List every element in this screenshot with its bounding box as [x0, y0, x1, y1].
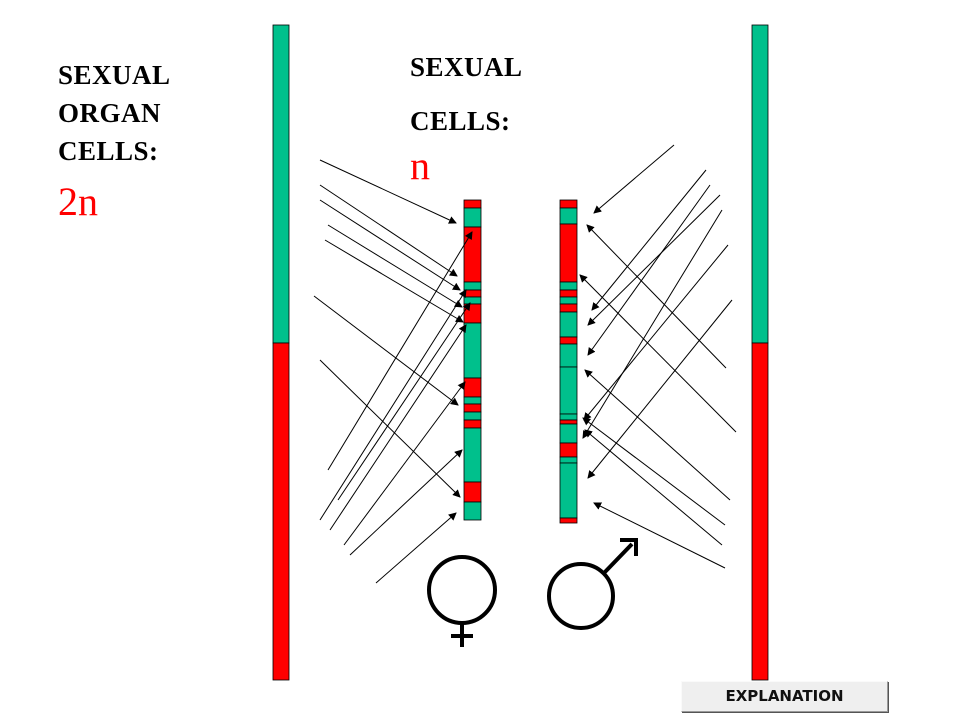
- sperm-chromosome-band: [559, 413, 578, 421]
- sperm-chromosome-band: [559, 462, 578, 519]
- label-line: SEXUAL: [58, 60, 171, 90]
- egg-chromosome-band: [463, 411, 482, 421]
- inheritance-arrow: [375, 512, 457, 584]
- explanation-button[interactable]: EXPLANATION: [681, 681, 888, 712]
- egg-chromosome-band: [463, 403, 482, 413]
- inheritance-arrow: [586, 224, 727, 369]
- haploid-label: n: [410, 143, 430, 188]
- inheritance-arrow: [319, 289, 467, 521]
- diploid-chromosome-right-maternal-segment: [751, 24, 769, 344]
- egg-chromosome-band: [463, 226, 482, 283]
- egg-chromosome-band: [463, 281, 482, 291]
- inheritance-arrow: [349, 449, 463, 556]
- sperm-chromosome-band: [559, 336, 578, 345]
- inheritance-arrow: [327, 224, 463, 308]
- inheritance-arrow: [584, 369, 731, 501]
- inheritance-arrow: [579, 274, 737, 433]
- inheritance-arrow: [584, 429, 723, 546]
- inheritance-arrow: [587, 194, 721, 326]
- inheritance-arrow: [593, 144, 675, 214]
- diploid-chromosome-left-maternal-segment: [272, 24, 290, 344]
- male-symbol-icon: [547, 538, 638, 630]
- egg-chromosome-band: [463, 303, 482, 324]
- label-line: ORGAN: [58, 98, 161, 128]
- sperm-chromosome-band: [559, 423, 578, 444]
- sperm-chromosome-band: [559, 303, 578, 313]
- egg-chromosome-band: [463, 396, 482, 405]
- egg-chromosome-band: [463, 199, 482, 209]
- diploid-label: 2n: [58, 179, 98, 224]
- egg-chromosome-band: [463, 207, 482, 228]
- egg-chromosome-band: [463, 419, 482, 429]
- sperm-chromosome-band: [559, 517, 578, 524]
- sexual-organ-cells-label: SEXUAL ORGAN CELLS:: [58, 56, 171, 170]
- inheritance-arrow: [587, 184, 711, 356]
- inheritance-arrow: [343, 381, 466, 546]
- sperm-chromosome-band: [559, 199, 578, 209]
- inheritance-arrow: [313, 295, 459, 406]
- sperm-chromosome-band: [559, 366, 578, 415]
- inheritance-arrow: [324, 239, 464, 323]
- label-line: SEXUAL: [410, 52, 523, 82]
- inheritance-arrow: [319, 159, 457, 224]
- inheritance-arrow: [319, 184, 458, 277]
- egg-chromosome-band: [463, 481, 482, 503]
- inheritance-arrow: [587, 299, 733, 479]
- sperm-chromosome-band: [559, 296, 578, 305]
- inheritance-arrow: [582, 417, 726, 526]
- inheritance-arrow: [337, 302, 471, 501]
- sperm-chromosome-band: [559, 207, 578, 225]
- egg-chromosome-band: [463, 322, 482, 379]
- egg-chromosome-band: [463, 377, 482, 398]
- egg-chromosome-band: [463, 501, 482, 521]
- sperm-chromosome-band: [559, 419, 578, 425]
- inheritance-arrow: [329, 324, 467, 531]
- inheritance-arrow: [319, 199, 461, 291]
- inheritance-arrow: [327, 231, 473, 471]
- sperm-chromosome-band: [559, 311, 578, 338]
- female-symbol-icon: [427, 555, 497, 647]
- label-line: CELLS:: [410, 106, 511, 136]
- inheritance-arrow: [319, 359, 461, 498]
- egg-chromosome-band: [463, 289, 482, 298]
- inheritance-arrow: [591, 169, 707, 311]
- sexual-cells-label: SEXUAL CELLS:: [410, 40, 523, 148]
- sperm-chromosome-band: [559, 289, 578, 298]
- egg-chromosome-band: [463, 296, 482, 305]
- sperm-chromosome-band: [559, 281, 578, 291]
- diploid-chromosome-left-paternal-segment: [272, 342, 290, 681]
- inheritance-arrow: [593, 502, 726, 569]
- egg-chromosome-band: [463, 427, 482, 483]
- inheritance-arrow: [582, 209, 723, 439]
- label-line: CELLS:: [58, 136, 159, 166]
- sperm-chromosome-band: [559, 456, 578, 464]
- diploid-chromosome-right-paternal-segment: [751, 342, 769, 681]
- sperm-chromosome-band: [559, 223, 578, 283]
- sperm-chromosome-band: [559, 442, 578, 458]
- sperm-chromosome-band: [559, 343, 578, 368]
